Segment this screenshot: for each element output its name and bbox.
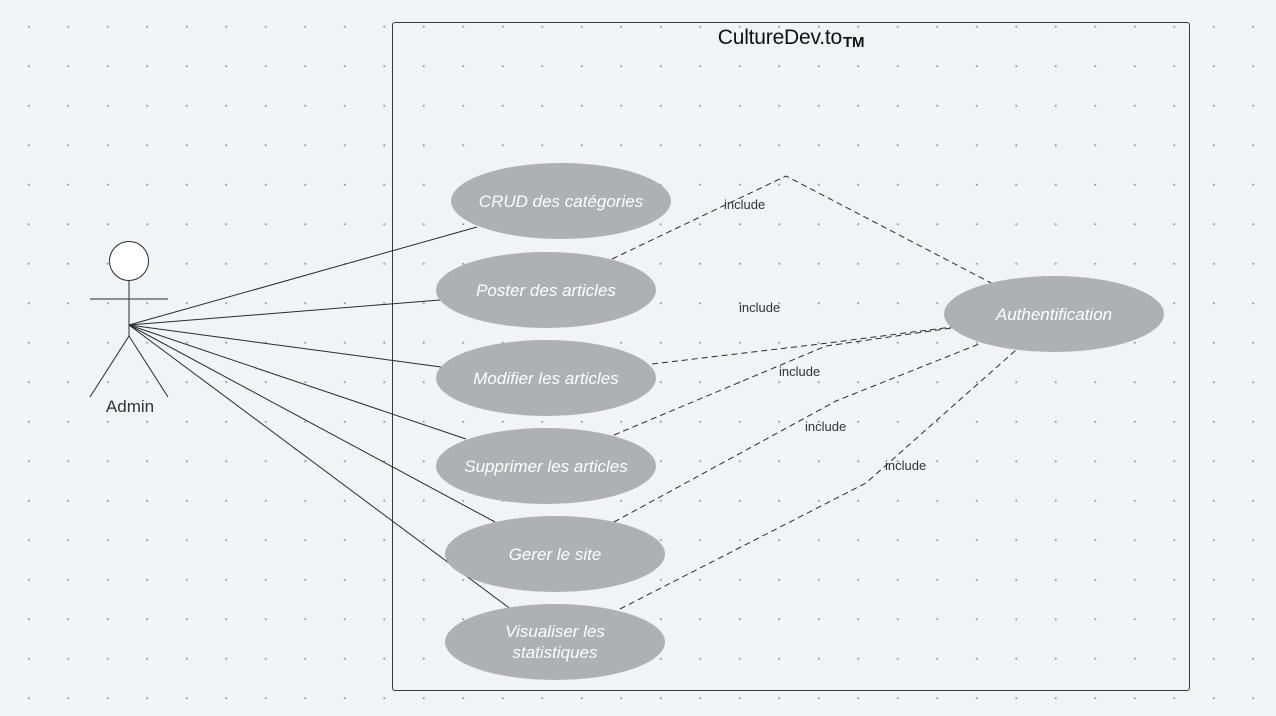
usecase-label: Modifier les articles	[473, 368, 619, 388]
include-link-poster[interactable]	[611, 175, 996, 286]
system-title: CultureDev.toTM	[717, 26, 865, 51]
include-label-poster: include	[724, 197, 766, 212]
usecase-label: Gerer le site	[508, 544, 602, 564]
system-boundary[interactable]	[392, 22, 1190, 691]
usecase-visualiser-statistiques[interactable]: Visualiser les statistiques	[445, 604, 665, 680]
usecase-authentification[interactable]: Authentification	[944, 276, 1164, 352]
usecase-gerer-site[interactable]: Gerer le site	[445, 516, 665, 592]
include-link-gerer[interactable]	[613, 341, 985, 523]
usecase-label: Supprimer les articles	[464, 456, 628, 476]
include-label-modifier: include	[739, 300, 781, 315]
include-label-visualiser: include	[885, 458, 927, 473]
usecase-label: CRUD des catégories	[478, 191, 644, 211]
actor-head	[109, 241, 149, 281]
include-label-gerer: include	[805, 419, 847, 434]
association-poster[interactable]	[128, 299, 441, 326]
include-link-supprimer[interactable]	[613, 327, 953, 436]
include-link-visualiser[interactable]	[619, 349, 1017, 610]
trademark-mark: TM	[842, 34, 865, 51]
include-label-supprimer: include	[779, 364, 821, 379]
usecase-crud-categories[interactable]: CRUD des catégories	[451, 163, 671, 239]
association-supprimer[interactable]	[128, 324, 467, 440]
usecase-supprimer-articles[interactable]: Supprimer les articles	[436, 428, 656, 504]
usecase-label: Visualiser les statistiques	[505, 622, 605, 662]
association-modifier[interactable]	[128, 324, 442, 368]
association-gerer[interactable]	[128, 324, 496, 523]
usecase-label: Poster des articles	[476, 280, 616, 300]
actor-leg-right	[128, 335, 169, 398]
include-link-modifier[interactable]	[651, 326, 953, 365]
actor-figure[interactable]	[89, 241, 169, 398]
usecase-label: Authentification	[995, 304, 1113, 324]
actor-leg-left	[89, 335, 130, 398]
usecase-poster-articles[interactable]: Poster des articles	[436, 252, 656, 328]
association-crud[interactable]	[128, 226, 478, 326]
actor-label: Admin	[105, 397, 155, 416]
usecase-modifier-articles[interactable]: Modifier les articles	[436, 340, 656, 416]
